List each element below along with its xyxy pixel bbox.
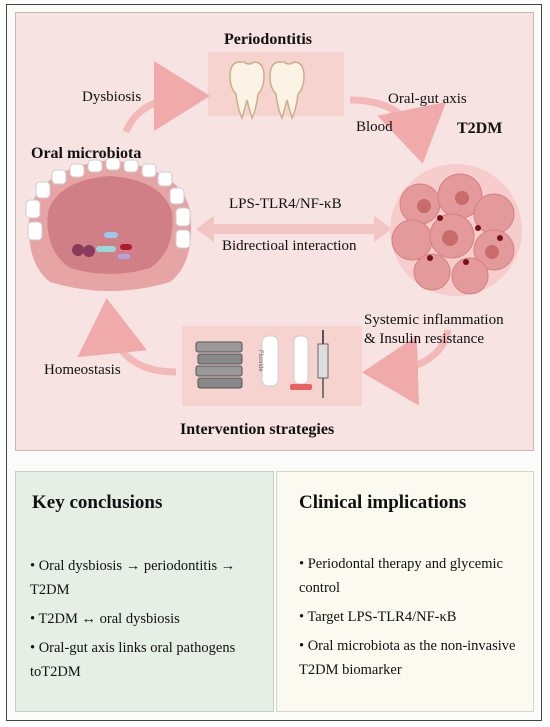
arrow-homeostasis <box>77 298 177 376</box>
oral-microbiota-label: Oral microbiota <box>31 145 142 162</box>
bidirectional-arrow <box>196 216 392 242</box>
clinical-implications-list: • Periodontal therapy and glycemic contr… <box>299 552 529 687</box>
clinical-implications-box: Clinical implications • Periodontal ther… <box>276 471 534 712</box>
dysbiosis-label: Dysbiosis <box>82 89 142 105</box>
teeth-illustration <box>208 52 344 121</box>
key-conclusion-item: • T2DM ↔ oral dysbiosis <box>30 611 180 627</box>
key-conclusions-box: Key conclusions • Oral dysbiosis → perio… <box>15 471 274 712</box>
key-conclusions-list: • Oral dysbiosis → periodontitis → T2DM … <box>30 554 266 689</box>
oral-cavity-illustration <box>25 157 192 291</box>
key-conclusions-title: Key conclusions <box>32 492 163 513</box>
arrow-blood <box>349 96 447 164</box>
systemic-label-2: & Insulin resistance <box>364 331 484 347</box>
periodontitis-title: Periodontitis <box>224 31 312 48</box>
fluoride-label: Fluoride <box>257 350 263 372</box>
arrow-systemic <box>362 329 452 406</box>
clinical-implications-title: Clinical implications <box>299 492 467 513</box>
clinical-implication-item: • Target LPS-TLR4/NF-κB <box>299 609 457 625</box>
lps-label: LPS-TLR4/NF-κB <box>229 196 342 212</box>
clinical-implication-item: • Periodontal therapy and glycemic contr… <box>299 556 503 596</box>
key-conclusion-item: • Oral dysbiosis → periodontitis → T2DM <box>30 558 236 598</box>
intervention-title: Intervention strategies <box>180 421 335 438</box>
key-conclusion-item: • Oral-gut axis links oral pathogens toT… <box>30 640 236 680</box>
blood-label: Blood <box>356 119 393 135</box>
bidirectional-label: Bidrectioal interaction <box>222 238 357 254</box>
tissue-illustration <box>390 164 522 296</box>
homeostasis-label: Homeostasis <box>44 362 121 378</box>
arrow-dysbiosis <box>122 61 210 134</box>
t2dm-label: T2DM <box>457 120 503 137</box>
oral-gut-axis-label: Oral-gut axis <box>388 91 467 107</box>
systemic-label-1: Systemic inflammation <box>364 312 504 328</box>
clinical-implication-item: • Oral microbiota as the non-invasive T2… <box>299 638 516 678</box>
intervention-illustration <box>182 326 362 406</box>
